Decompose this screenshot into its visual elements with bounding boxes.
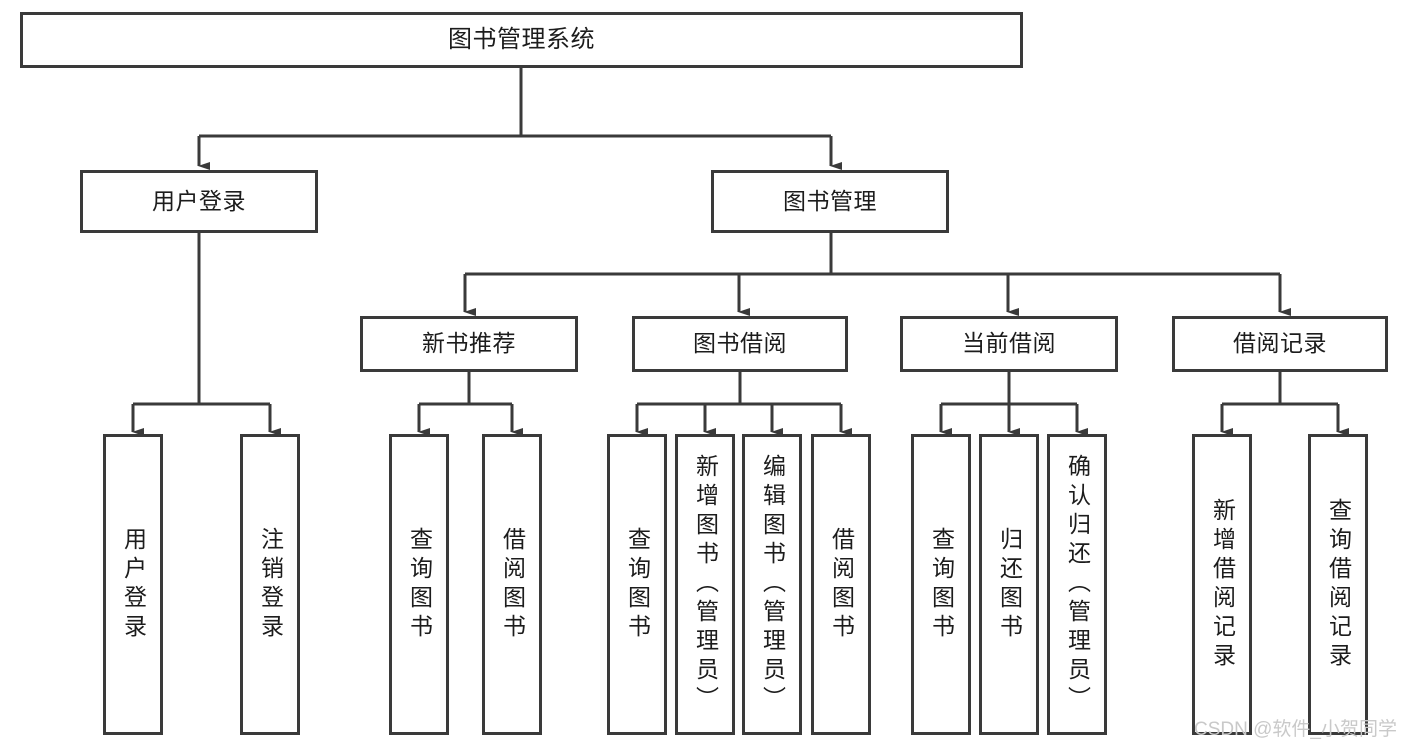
- node-leaf-query-book-2[interactable]: 查询图书: [607, 434, 667, 735]
- node-book-management-system[interactable]: 图书管理系统: [20, 12, 1023, 68]
- node-label: 当前借阅: [962, 330, 1056, 357]
- node-leaf-query-book-1[interactable]: 查询图书: [389, 434, 449, 735]
- node-label: 用户登录: [120, 526, 147, 643]
- node-current-borrow[interactable]: 当前借阅: [900, 316, 1118, 372]
- node-book-manage[interactable]: 图书管理: [711, 170, 949, 233]
- node-leaf-user-login[interactable]: 用户登录: [103, 434, 163, 735]
- node-label: 查询借阅记录: [1325, 497, 1352, 672]
- node-label: 归还图书: [996, 526, 1023, 643]
- node-label: 借阅图书: [499, 526, 526, 643]
- node-label: 新增借阅记录: [1209, 497, 1236, 672]
- node-leaf-edit-book[interactable]: 编辑图书（管理员）: [742, 434, 802, 735]
- node-leaf-borrow-book-2[interactable]: 借阅图书: [811, 434, 871, 735]
- node-label: 借阅图书: [828, 526, 855, 643]
- node-leaf-confirm-return[interactable]: 确认归还（管理员）: [1047, 434, 1107, 735]
- node-label: 用户登录: [152, 187, 246, 214]
- node-label: 图书管理: [783, 187, 877, 214]
- node-label: 查询图书: [928, 526, 955, 643]
- node-leaf-query-record[interactable]: 查询借阅记录: [1308, 434, 1368, 735]
- node-leaf-query-book-3[interactable]: 查询图书: [911, 434, 971, 735]
- node-label: 查询图书: [624, 526, 651, 643]
- node-leaf-add-book[interactable]: 新增图书（管理员）: [675, 434, 735, 735]
- node-label: 图书管理系统: [448, 25, 595, 53]
- node-label: 新增图书（管理员）: [692, 454, 719, 715]
- node-label: 查询图书: [406, 526, 433, 643]
- node-book-borrow[interactable]: 图书借阅: [632, 316, 848, 372]
- node-label: 图书借阅: [693, 330, 787, 357]
- node-label: 确认归还（管理员）: [1064, 454, 1091, 715]
- node-user-login[interactable]: 用户登录: [80, 170, 318, 233]
- node-new-book-rec[interactable]: 新书推荐: [360, 316, 578, 372]
- node-leaf-borrow-book-1[interactable]: 借阅图书: [482, 434, 542, 735]
- node-borrow-record[interactable]: 借阅记录: [1172, 316, 1388, 372]
- node-leaf-logout[interactable]: 注销登录: [240, 434, 300, 735]
- watermark-text: CSDN @软件_小贺同学: [1194, 719, 1397, 740]
- node-label: 借阅记录: [1233, 330, 1327, 357]
- node-label: 编辑图书（管理员）: [759, 454, 786, 715]
- node-label: 注销登录: [257, 526, 284, 643]
- node-leaf-add-record[interactable]: 新增借阅记录: [1192, 434, 1252, 735]
- node-label: 新书推荐: [422, 330, 516, 357]
- node-leaf-return-book[interactable]: 归还图书: [979, 434, 1039, 735]
